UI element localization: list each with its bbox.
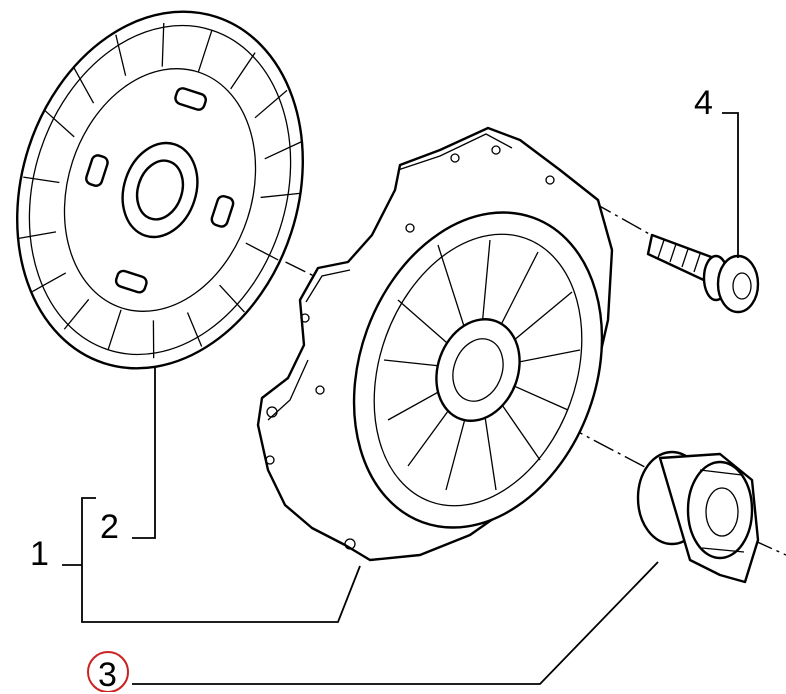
clutch-disc	[16, 10, 304, 370]
callout-2: 2	[100, 508, 119, 546]
callout-3-highlight-circle	[87, 651, 129, 692]
callout-4: 4	[694, 84, 713, 122]
cover-holes	[265, 145, 555, 550]
leader-lines	[62, 112, 739, 685]
disc-friction-segments	[17, 22, 303, 359]
release-bearing	[636, 450, 760, 584]
callout-1: 1	[30, 535, 49, 573]
disc-damper-springs	[85, 87, 235, 294]
pressure-plate	[256, 126, 614, 562]
callout-3: 3	[98, 656, 117, 694]
bolt	[646, 233, 760, 314]
